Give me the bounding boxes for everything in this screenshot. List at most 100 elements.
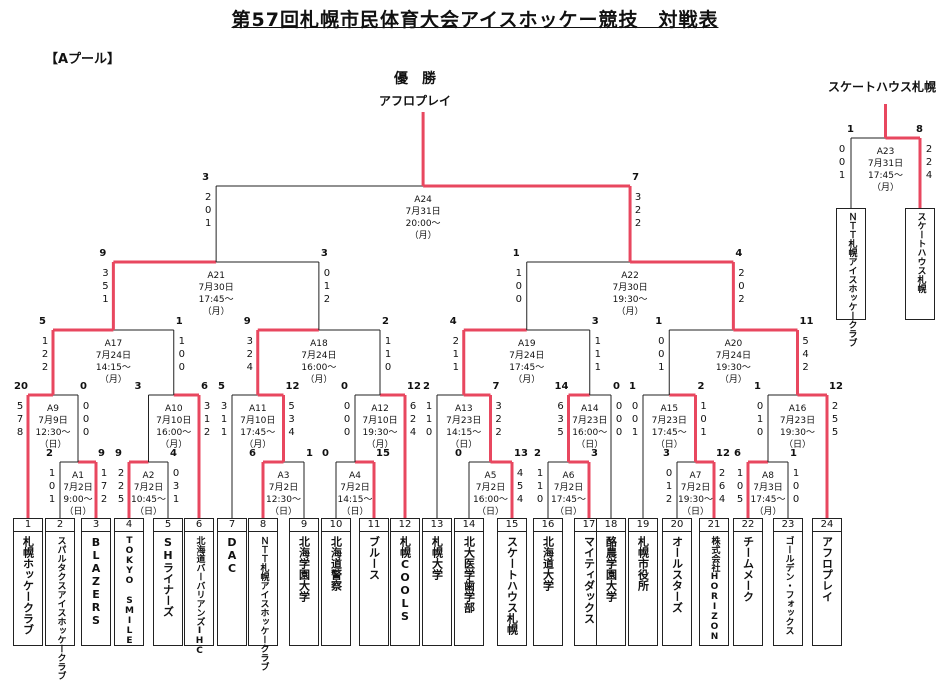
period-score-right: 0: [738, 281, 745, 292]
team-name: BLAZERS: [89, 536, 103, 627]
match-day: （日）: [576, 440, 604, 450]
match-day: （日）: [269, 507, 297, 517]
period-score-right: 3: [172, 481, 180, 492]
match-day: （月）: [160, 440, 188, 450]
period-score-left: 5: [102, 281, 109, 292]
a23-period-left: 0: [838, 157, 846, 168]
match-time: 16:00～: [301, 363, 337, 373]
match-id: A15: [660, 404, 679, 414]
period-score-right: 5: [516, 481, 524, 492]
team-box: 21 株式会社HORIZON: [699, 518, 729, 646]
period-score-right: 2: [409, 414, 417, 425]
team-name: マイティダックス: [582, 536, 596, 624]
period-score-right: 1: [323, 281, 331, 292]
match-date: 7月2日: [63, 483, 93, 493]
match-time: 20:00～: [405, 219, 441, 229]
a23-score-right: 8: [916, 124, 923, 135]
match-score-right: 9: [98, 448, 105, 459]
period-score-right: 1: [203, 414, 211, 425]
a23-label: 17:45～: [868, 171, 903, 181]
match-time: 17:45～: [240, 428, 276, 438]
match-score-right: 12: [285, 381, 300, 392]
team-number: 18: [597, 519, 625, 532]
team-number: 8: [249, 519, 277, 532]
team-number: 16: [534, 519, 562, 532]
match-date: 7月2日: [475, 483, 506, 493]
team-name: オールスターズ: [670, 536, 684, 613]
team-number: 7: [218, 519, 246, 532]
period-score-left: 1: [204, 218, 212, 229]
match-date: 7月24日: [509, 351, 545, 361]
match-id: A2: [142, 471, 155, 481]
period-score-left: 2: [41, 362, 49, 373]
period-score-right: 2: [738, 294, 745, 305]
period-score-left: 1: [658, 362, 665, 373]
period-score-left: 1: [102, 294, 109, 305]
period-score-left: 1: [536, 481, 544, 492]
match-time: 16:00～: [156, 428, 192, 438]
match-id: A1: [72, 471, 84, 481]
match-day: （日）: [450, 440, 478, 450]
match-day: （日）: [655, 440, 683, 450]
period-score-right: 7: [100, 481, 108, 492]
champion-team: アフロプレイ: [378, 94, 451, 108]
period-score-left: 0: [515, 294, 522, 305]
match-id: A5: [484, 471, 497, 481]
a23-team-box: ＮＴＴ札幌アイスホッケークラブ: [836, 208, 866, 347]
page-title: 第57回札幌市民体育大会アイスホッケー競技 対戦表: [231, 9, 719, 31]
period-score-right: 0: [384, 362, 392, 373]
period-score-left: 3: [102, 268, 109, 279]
match-day: （月）: [99, 375, 127, 385]
period-score-left: 6: [557, 401, 564, 412]
period-score-right: 2: [100, 494, 108, 505]
period-score-left: 0: [665, 468, 673, 479]
team-number: 24: [813, 519, 841, 532]
match-date: 7月10日: [156, 416, 192, 426]
period-score-right: 0: [792, 481, 800, 492]
match-time: 17:45～: [651, 428, 687, 438]
match-date: 7月24日: [301, 351, 337, 361]
period-score-right: 4: [409, 427, 417, 438]
match-id: A14: [580, 404, 599, 414]
match-day: （月）: [202, 307, 230, 317]
match-day: （月）: [244, 440, 272, 450]
period-score-right: 1: [594, 349, 601, 360]
match-day: （月）: [305, 375, 333, 385]
period-score-right: 0: [615, 401, 623, 412]
champion-label: 優 勝: [394, 71, 436, 87]
period-score-right: 1: [594, 336, 601, 347]
team-name: ブルース: [367, 536, 381, 580]
match-time: 14:15～: [446, 428, 482, 438]
match-date: 7月2日: [133, 483, 164, 493]
period-score-right: 1: [700, 427, 707, 438]
team-number: 21: [700, 519, 728, 532]
match-date: 7月30日: [612, 283, 648, 293]
period-score-left: 1: [220, 427, 228, 438]
a23-period-right: 2: [925, 157, 933, 168]
team-name: 株式会社HORIZON: [709, 536, 720, 642]
period-score-right: 1: [100, 468, 108, 479]
match-score-right: 4: [170, 448, 177, 459]
team-name: 北大医学歯学部: [462, 536, 476, 613]
match-score-left: 1: [629, 381, 636, 392]
team-number: 9: [290, 519, 318, 532]
match-date: 7月23日: [651, 416, 687, 426]
match-score-right: 12: [716, 448, 730, 459]
match-id: A10: [164, 404, 183, 414]
match-score-right: 12: [407, 381, 421, 392]
period-score-right: 2: [718, 468, 726, 479]
match-id: A17: [104, 339, 123, 349]
period-score-right: 2: [738, 268, 745, 279]
match-time: 19:30～: [612, 295, 648, 305]
team-number: 1: [14, 519, 42, 532]
match-date: 7月30日: [198, 283, 234, 293]
period-score-right: 4: [802, 349, 809, 360]
match-score-left: 4: [449, 316, 457, 327]
match-day: （日）: [64, 507, 92, 517]
period-score-left: 8: [16, 427, 24, 438]
